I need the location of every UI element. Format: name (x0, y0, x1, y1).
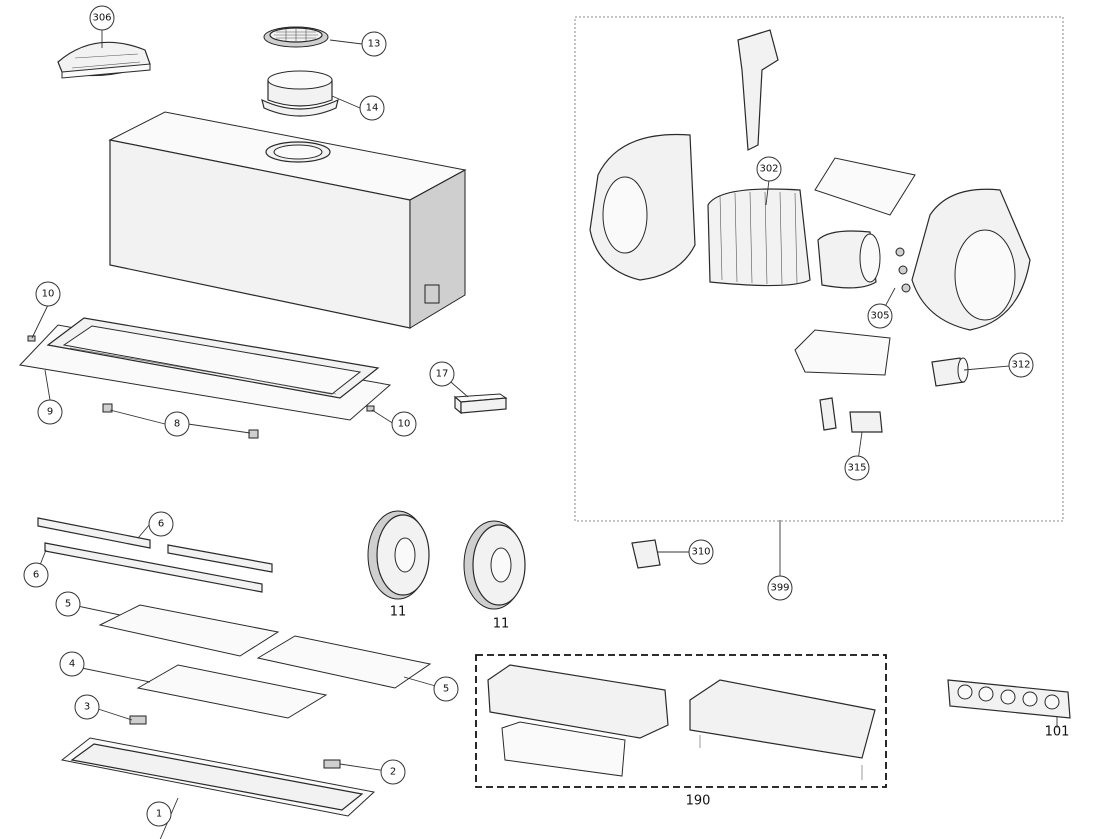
callout-1: 1 (146, 801, 172, 827)
callout-312: 312 (1008, 352, 1034, 378)
motor-assembly-frame (574, 16, 1064, 522)
motor (817, 230, 881, 289)
label-11-right: 11 (493, 617, 510, 632)
part-14-duct-collar (261, 70, 339, 117)
motor-bracket (737, 29, 779, 151)
callout-5-lower-label: 5 (443, 684, 449, 695)
motor-cover (814, 157, 916, 216)
callout-399-label: 399 (770, 583, 789, 594)
callout-3-label: 3 (84, 702, 90, 713)
part-10-clips (27, 335, 375, 412)
callout-10-upper: 10 (35, 281, 61, 307)
callout-14-label: 14 (366, 103, 379, 114)
control-assembly-frame (475, 654, 887, 788)
callout-2-label: 2 (390, 767, 396, 778)
part-8-feet (102, 403, 259, 439)
callout-5-upper-label: 5 (65, 599, 71, 610)
callout-310: 310 (688, 539, 714, 565)
callout-315: 315 (844, 455, 870, 481)
callout-6-lower: 6 (23, 562, 49, 588)
callout-17-label: 17 (436, 369, 449, 380)
blower-housing-left (589, 133, 696, 281)
part-6-rails (37, 517, 273, 593)
callout-8: 8 (164, 411, 190, 437)
callout-17: 17 (429, 361, 455, 387)
label-101: 101 (1045, 725, 1070, 740)
part-305-mounts (895, 247, 911, 293)
callout-10-lower-label: 10 (398, 419, 411, 430)
callout-9: 9 (37, 399, 63, 425)
part-11-filters (367, 510, 526, 610)
hood-body (108, 111, 467, 329)
callout-305-label: 305 (870, 311, 889, 322)
callout-312-label: 312 (1011, 360, 1030, 371)
callout-1-label: 1 (156, 809, 162, 820)
label-190: 190 (686, 794, 711, 809)
callout-306: 306 (89, 5, 115, 31)
blower-housing-right (911, 188, 1031, 331)
callout-315-label: 315 (847, 463, 866, 474)
part-13-grille (263, 26, 329, 48)
part-315-terminal (819, 397, 883, 433)
callout-5-lower: 5 (433, 676, 459, 702)
callout-310-label: 310 (691, 547, 710, 558)
part-3-connector (129, 715, 147, 725)
callout-6-lower-label: 6 (33, 570, 39, 581)
callout-302-label: 302 (759, 164, 778, 175)
callout-9-label: 9 (47, 407, 53, 418)
callout-3: 3 (74, 694, 100, 720)
callout-305: 305 (867, 303, 893, 329)
callout-399: 399 (767, 575, 793, 601)
part-9-bottom-tray (18, 317, 392, 421)
scroll-housing-part (794, 329, 891, 376)
callout-2: 2 (380, 759, 406, 785)
callout-302: 302 (756, 156, 782, 182)
part-17-box (453, 393, 508, 415)
callout-10-upper-label: 10 (42, 289, 55, 300)
callout-4: 4 (59, 651, 85, 677)
callout-8-label: 8 (174, 419, 180, 430)
callout-6-upper: 6 (148, 511, 174, 537)
callout-14: 14 (359, 95, 385, 121)
part-2-clip (323, 759, 341, 769)
part-306-filter-plate (57, 41, 151, 79)
callout-5-upper: 5 (55, 591, 81, 617)
part-190-control-box (487, 664, 876, 780)
callout-13: 13 (361, 31, 387, 57)
callout-13-label: 13 (368, 39, 381, 50)
part-1-frame (60, 737, 376, 817)
part-310-switch (631, 539, 661, 569)
part-4-frame (136, 664, 328, 719)
label-11-left: 11 (390, 605, 407, 620)
callout-4-label: 4 (69, 659, 75, 670)
callout-10-lower: 10 (391, 411, 417, 437)
part-312-capacitor (931, 357, 969, 387)
callout-6-upper-label: 6 (158, 519, 164, 530)
part-5-frames (98, 604, 432, 689)
callout-306-label: 306 (92, 13, 111, 24)
part-101-button-panel (947, 679, 1071, 719)
part-302-fan-wheel (707, 188, 811, 287)
